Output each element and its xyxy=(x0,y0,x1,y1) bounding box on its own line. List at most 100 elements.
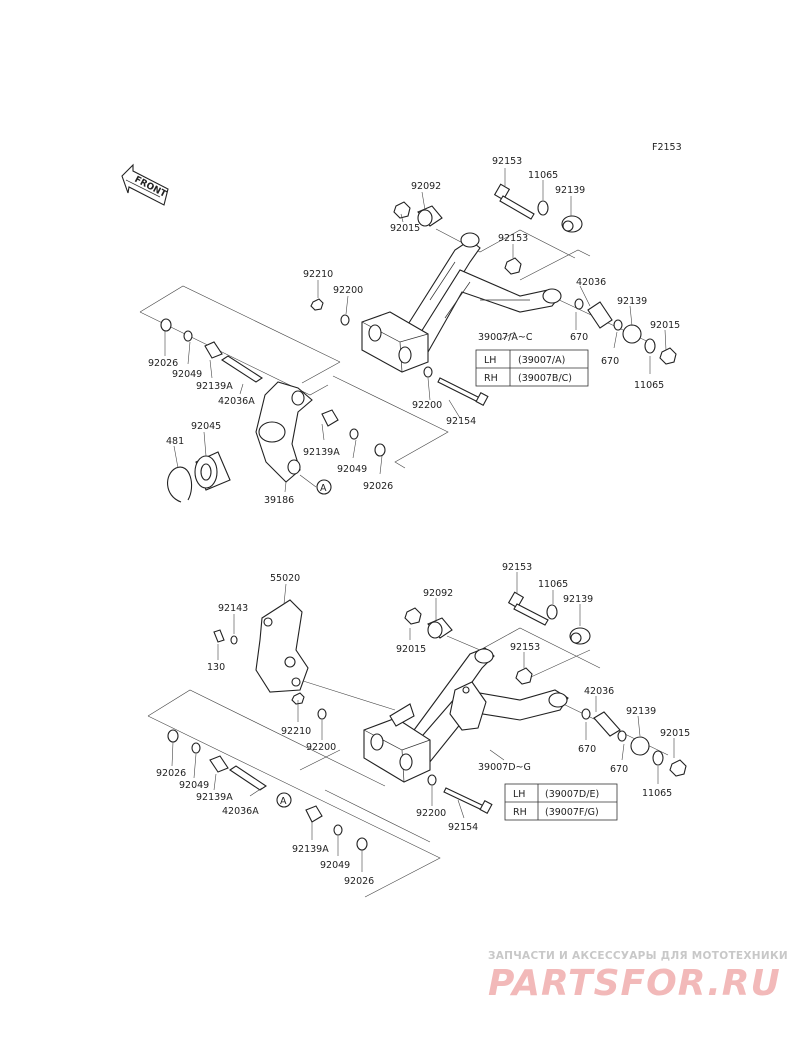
table-cell-side: LH xyxy=(484,355,496,366)
part-label: 92139 xyxy=(626,706,656,717)
part-label: 92210 xyxy=(281,726,311,737)
part-label: 92200 xyxy=(306,742,336,753)
bolt-icon xyxy=(437,377,489,407)
part-label: 11065 xyxy=(528,170,558,181)
axis-guide-line xyxy=(435,228,576,259)
washer-icon xyxy=(356,837,368,851)
nut-icon xyxy=(404,607,422,625)
washer-icon xyxy=(644,338,656,354)
part-label: 92200 xyxy=(333,285,363,296)
part-label: 11065 xyxy=(538,579,568,590)
diagram-code: F2153 xyxy=(652,142,682,153)
axis-guide-line xyxy=(519,249,591,281)
ring-icon xyxy=(574,298,584,310)
ring-icon xyxy=(349,428,359,440)
front-arrow-icon: FRONT xyxy=(121,163,169,206)
variant-table-top: LH (39007/A) RH (39007B/C) xyxy=(475,349,589,387)
top-swingarm-assembly: A 92153 11065 92092 92139 92015 92153 92… xyxy=(139,156,680,506)
part-label: 92154 xyxy=(448,822,478,833)
part-label: 39007/A~C xyxy=(478,332,533,343)
axis-guide-line xyxy=(139,311,329,396)
part-label: 92139A xyxy=(303,447,340,458)
bushing-icon xyxy=(630,736,650,756)
axis-guide-line xyxy=(147,715,441,898)
washer-icon xyxy=(546,604,558,620)
part-label: 92143 xyxy=(218,603,248,614)
sleeve-icon xyxy=(587,301,613,329)
washer-icon xyxy=(374,443,386,457)
part-label: 92015 xyxy=(396,644,426,655)
bushing-icon xyxy=(569,627,591,645)
bearing-icon xyxy=(194,451,231,491)
part-label: 481 xyxy=(166,436,184,447)
bolt-icon xyxy=(213,629,225,643)
part-label: 92200 xyxy=(416,808,446,819)
table-cell-side: LH xyxy=(513,789,525,800)
part-label: 92139 xyxy=(617,296,647,307)
bushing-icon xyxy=(417,205,443,227)
circlip-icon xyxy=(167,466,193,503)
ring-icon xyxy=(191,742,201,754)
part-label: 130 xyxy=(207,662,225,673)
axis-guide-line xyxy=(139,285,341,363)
knuckle-housing xyxy=(255,381,313,483)
sleeve-icon xyxy=(229,765,267,791)
part-label: 42036 xyxy=(584,686,614,697)
part-label: 42036A xyxy=(218,396,255,407)
nut-icon xyxy=(515,667,533,685)
bushing-icon xyxy=(622,324,642,344)
reference-circle-a xyxy=(316,479,332,495)
sleeve-icon xyxy=(220,355,264,383)
part-label: 92026 xyxy=(363,481,393,492)
part-label: 92200 xyxy=(412,400,442,411)
swingarm-frame xyxy=(361,232,562,373)
bolt-icon xyxy=(443,787,493,815)
axis-guide-line xyxy=(299,679,396,711)
part-label: 92026 xyxy=(148,358,178,369)
leader-lines xyxy=(171,572,675,872)
part-label: 670 xyxy=(610,764,628,775)
part-label: 39007D~G xyxy=(478,762,531,773)
part-label: 92210 xyxy=(303,269,333,280)
bushing-icon xyxy=(321,409,339,427)
part-label: 92139 xyxy=(555,185,585,196)
nut-icon xyxy=(504,257,522,275)
axis-guide-line xyxy=(299,749,341,771)
washer-icon xyxy=(423,366,433,378)
part-label: 92154 xyxy=(446,416,476,427)
nut-icon xyxy=(659,347,677,365)
part-label: 92026 xyxy=(344,876,374,887)
bottom-swingarm-assembly: A 55020 92153 92092 11065 92139 92143 92… xyxy=(147,562,690,898)
part-label: 92092 xyxy=(411,181,441,192)
part-label: 92153 xyxy=(492,156,522,167)
variant-table-bottom: LH (39007D/E) RH (39007F/G) xyxy=(504,783,618,821)
part-label: 11065 xyxy=(634,380,664,391)
part-label: 92049 xyxy=(337,464,367,475)
part-label: 92049 xyxy=(179,780,209,791)
ring-icon xyxy=(617,730,627,742)
watermark-logo: PARTSFOR.RU xyxy=(488,963,781,1004)
nut-icon xyxy=(310,298,324,311)
part-label: 42036A xyxy=(222,806,259,817)
axis-guide-line xyxy=(301,361,341,384)
axis-guide-line xyxy=(147,689,386,787)
part-label: 11065 xyxy=(642,788,672,799)
reference-circle-a xyxy=(276,792,292,808)
table-cell-code: (39007B/C) xyxy=(518,373,572,384)
washer-icon xyxy=(317,708,327,720)
washer-icon xyxy=(160,318,172,332)
part-label: 92015 xyxy=(390,223,420,234)
part-label: 92026 xyxy=(156,768,186,779)
part-label: 92092 xyxy=(423,588,453,599)
part-label: 92139A xyxy=(292,844,329,855)
axis-guide-line xyxy=(446,627,601,669)
part-label: 92045 xyxy=(191,421,221,432)
bushing-icon xyxy=(305,805,323,823)
part-label: 92153 xyxy=(502,562,532,573)
part-label: 92153 xyxy=(510,642,540,653)
reference-a-label: A xyxy=(320,483,327,494)
washer-icon xyxy=(427,774,437,786)
part-label: 55020 xyxy=(270,573,300,584)
part-label: 92139A xyxy=(196,381,233,392)
